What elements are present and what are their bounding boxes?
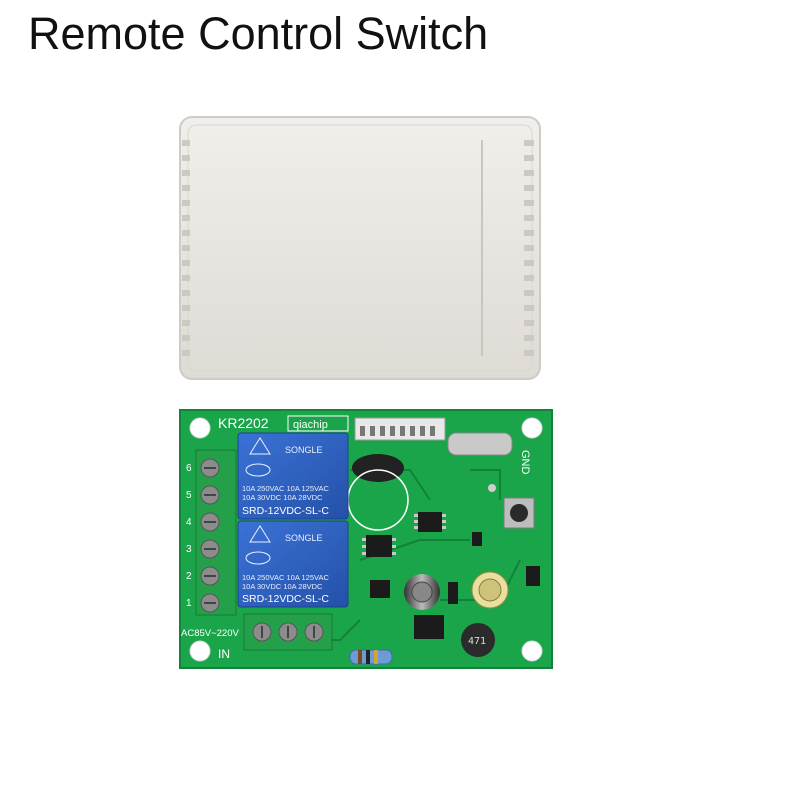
output-terminal-block [195, 449, 237, 616]
power-inductor: 471 [461, 623, 495, 657]
ac-voltage-label: AC85V~220V [181, 628, 239, 639]
terminal-number: 5 [186, 490, 192, 501]
circuit-board: KR2202 qiachip GND [179, 409, 553, 669]
terminal-number: 4 [186, 517, 192, 528]
terminal-number: 1 [186, 598, 192, 609]
input-label: IN [218, 647, 230, 661]
terminal-number: 3 [186, 544, 192, 555]
electrolytic-capacitor-1 [404, 574, 440, 610]
crystal-oscillator [447, 432, 513, 456]
relay-1-brand: SONGLE [285, 445, 323, 455]
enclosure-vent-slots-right [524, 140, 534, 356]
enclosure-vent-slots-left [182, 140, 190, 356]
page-title: Remote Control Switch [28, 8, 489, 59]
relay-2: SONGLE 10A 250VAC 10A 125VAC 10A 30VDC 1… [237, 520, 349, 608]
relay-1: SONGLE 10A 250VAC 10A 125VAC 10A 30VDC 1… [237, 432, 349, 520]
relay-2-model: SRD-12VDC-SL-C [242, 593, 329, 605]
relay-1-model: SRD-12VDC-SL-C [242, 505, 329, 517]
relay-2-brand: SONGLE [285, 533, 323, 543]
antenna-coil [352, 454, 404, 482]
relay-2-rating-line1: 10A 250VAC 10A 125VAC [242, 573, 329, 582]
input-terminal-block [243, 613, 333, 651]
relay-1-rating-line1: 10A 250VAC 10A 125VAC [242, 484, 329, 493]
electrolytic-capacitor-2 [471, 571, 509, 609]
ic-chips [366, 512, 444, 639]
board-maker-tag: qiachip [293, 419, 328, 431]
relay-1-rating-line2: 10A 30VDC 10A 28VDC [242, 493, 323, 502]
resistor [349, 649, 393, 665]
terminal-number: 2 [186, 571, 192, 582]
gnd-label: GND [519, 450, 531, 475]
relay-2-rating-line2: 10A 30VDC 10A 28VDC [242, 582, 323, 591]
inductor-code: 471 [468, 636, 486, 647]
terminal-number: 6 [186, 463, 192, 474]
board-model-label: KR2202 [218, 415, 269, 431]
enclosure [179, 116, 541, 380]
